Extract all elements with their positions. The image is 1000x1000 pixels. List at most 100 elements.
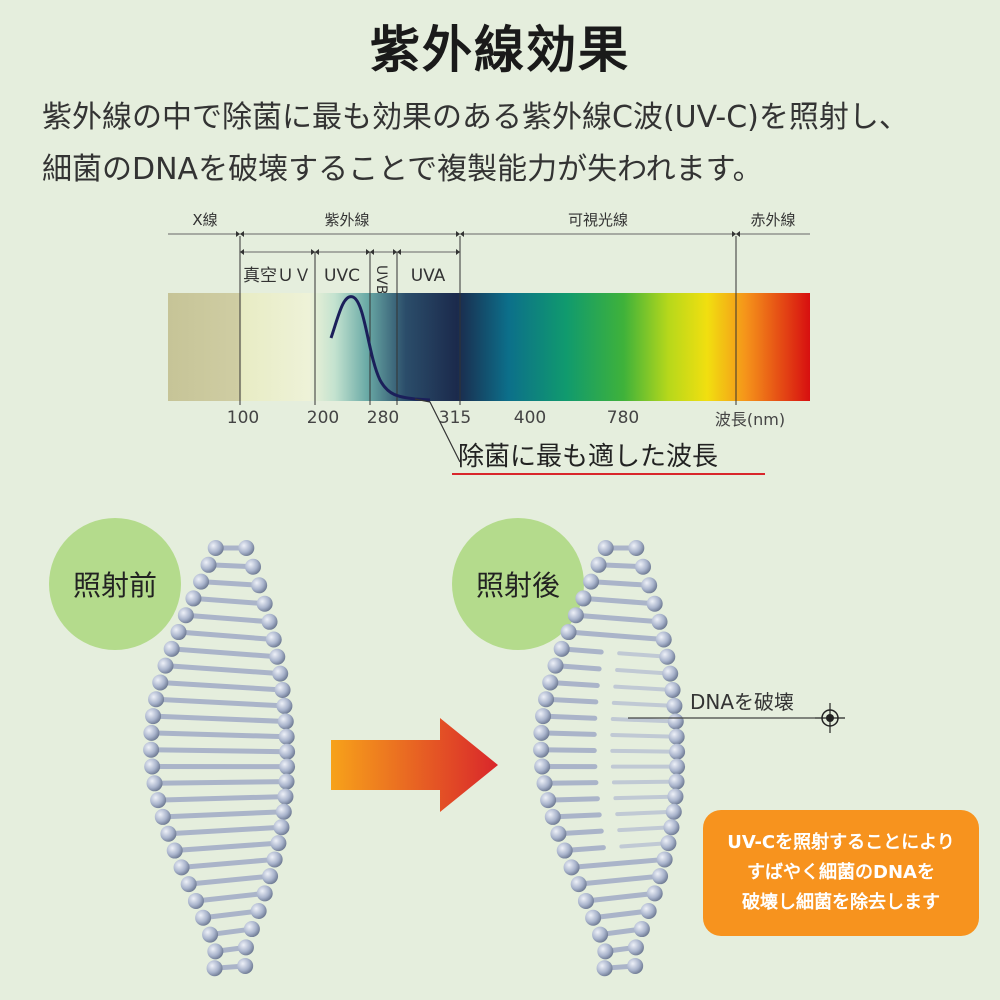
dna-backbone-bead xyxy=(652,868,669,885)
dna-backbone-bead xyxy=(279,758,296,775)
callout-text: 除菌に最も適した波長 xyxy=(458,442,718,472)
dna-backbone-bead xyxy=(277,713,294,730)
dna-rung xyxy=(155,794,288,803)
dna-rung xyxy=(163,663,283,677)
dna-backbone-bead xyxy=(665,803,682,820)
dna-rung-broken xyxy=(610,733,679,739)
spectrum-diagram: X線 紫外線 可視光線 赤外線 真空ＵＶ UVC UVB UVA 100 200… xyxy=(168,211,810,475)
description: 紫外線の中で除菌に最も効果のある紫外線C波(UV-C)を照射し、 細菌のDNAを… xyxy=(42,92,972,196)
dna-backbone-bead xyxy=(666,697,683,714)
dna-backbone-bead xyxy=(535,708,552,725)
dna-rung xyxy=(148,730,290,740)
dna-backbone-bead xyxy=(144,758,161,775)
dna-rung xyxy=(183,612,273,625)
dna-backbone-bead xyxy=(272,665,289,682)
dna-rung xyxy=(573,612,663,625)
dna-rung-broken xyxy=(545,796,600,803)
dna-backbone-bead xyxy=(547,657,564,674)
tick-100: 100 xyxy=(227,408,259,428)
dna-backbone-bead xyxy=(270,835,287,852)
dna-backbone-bead xyxy=(274,681,291,698)
dna-rung xyxy=(176,629,277,642)
dna-backbone-bead xyxy=(207,540,224,556)
band-label-uvb: UVB xyxy=(373,265,389,294)
dna-backbone-bead xyxy=(627,939,644,956)
dna-backbone-bead xyxy=(656,851,673,868)
dna-backbone-bead xyxy=(536,775,553,792)
dna-rung xyxy=(566,629,667,642)
tick-400: 400 xyxy=(514,408,546,428)
tick-780: 780 xyxy=(607,408,639,428)
dna-backbone-bead xyxy=(146,775,163,792)
header-arrow-markers xyxy=(236,231,740,255)
damage-label: DNAを破壊 xyxy=(690,690,795,714)
before-label: 照射前 xyxy=(72,569,157,602)
dna-backbone-bead xyxy=(577,892,594,909)
dna-rung xyxy=(190,595,268,607)
dna-backbone-bead xyxy=(667,713,684,730)
dna-backbone-bead xyxy=(261,613,278,630)
dna-rung-broken xyxy=(610,748,680,754)
dna-backbone-bead xyxy=(207,943,224,960)
dna-backbone-bead xyxy=(635,558,652,575)
dna-rung-broken xyxy=(611,779,679,785)
before-badge: 照射前 xyxy=(49,518,181,650)
dna-backbone-bead xyxy=(627,957,644,974)
dna-backbone-bead xyxy=(180,876,197,893)
dna-backbone-bead xyxy=(143,724,160,741)
dna-rung xyxy=(588,579,652,588)
dna-backbone-bead xyxy=(173,859,190,876)
dna-backbone-bead xyxy=(256,595,273,612)
dna-backbone-bead xyxy=(237,957,254,974)
dna-rung-broken xyxy=(613,684,675,692)
dna-backbone-bead xyxy=(193,573,210,590)
dna-rung-broken xyxy=(540,713,598,721)
dna-rung xyxy=(200,908,262,921)
dna-backbone-bead xyxy=(278,773,295,790)
dna-backbone-bead xyxy=(177,607,194,624)
dna-backbone-bead xyxy=(667,788,684,805)
dna-backbone-bead xyxy=(651,613,668,630)
dna-backbone-bead xyxy=(206,960,223,977)
dna-rung-broken xyxy=(538,747,597,754)
dna-rung-broken xyxy=(617,825,674,833)
note-line-1: UV-Cを照射することにより xyxy=(727,832,955,853)
dna-rung xyxy=(157,679,286,693)
dna-illustration xyxy=(143,540,845,977)
dna-backbone-bead xyxy=(567,607,584,624)
dna-backbone-bead xyxy=(563,859,580,876)
dna-backbone-bead xyxy=(669,743,686,760)
dna-backbone-bead xyxy=(148,691,165,708)
dna-backbone-bead xyxy=(540,792,557,809)
dna-backbone-bead xyxy=(185,590,202,607)
dna-backbone-bead xyxy=(160,825,177,842)
dna-rung-broken xyxy=(610,717,678,724)
band-label-vacuum-uv: 真空ＵＶ xyxy=(243,266,311,286)
dna-backbone-bead xyxy=(560,624,577,641)
dna-backbone-bead xyxy=(640,903,657,920)
dna-backbone-bead xyxy=(200,556,217,573)
dna-backbone-bead xyxy=(262,868,279,885)
dna-backbone-bead xyxy=(669,758,686,775)
dna-backbone-bead xyxy=(655,631,672,648)
dna-backbone-bead xyxy=(659,648,676,665)
region-label-infrared: 赤外線 xyxy=(750,211,795,229)
dna-backbone-bead xyxy=(195,909,212,926)
dna-backbone-bead xyxy=(662,665,679,682)
dna-rung xyxy=(590,908,652,921)
dna-rung-broken xyxy=(617,651,670,659)
germicidal-curve xyxy=(329,295,431,402)
dna-backbone-bead xyxy=(237,939,254,956)
dna-rung xyxy=(165,824,284,837)
description-line-2: 細菌のDNAを破壊することで複製能力が失われます。 xyxy=(42,152,763,187)
dna-backbone-bead xyxy=(660,835,677,852)
band-label-uvc: UVC xyxy=(324,266,360,286)
dna-backbone-bead xyxy=(590,556,607,573)
dna-backbone-bead xyxy=(585,909,602,926)
dna-backbone-bead xyxy=(266,851,283,868)
dna-rung-broken xyxy=(613,794,678,801)
dna-rung xyxy=(153,696,287,709)
dna-backbone-bead xyxy=(243,921,260,938)
dna-rung xyxy=(193,890,268,904)
after-badge: 照射後 xyxy=(452,518,584,650)
